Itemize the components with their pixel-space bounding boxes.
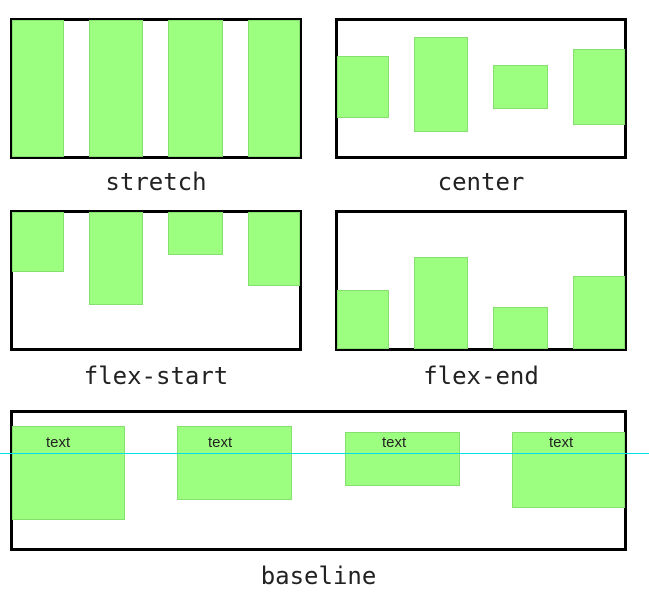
caption-baseline: baseline [260, 562, 377, 590]
flex-item [493, 65, 548, 109]
flex-item [12, 20, 64, 157]
flex-item [337, 290, 389, 349]
flex-item [12, 426, 125, 520]
item-text-label: text [382, 434, 407, 451]
flex-item [177, 426, 292, 500]
flex-item [337, 56, 389, 118]
flex-item [414, 257, 468, 349]
flex-item [168, 212, 223, 255]
flex-item [248, 20, 300, 157]
flex-item [12, 212, 64, 272]
flex-item [493, 307, 548, 349]
flex-item [248, 212, 300, 286]
flex-item [89, 212, 143, 305]
caption-flex-start: flex-start [83, 362, 229, 390]
flex-item [168, 20, 223, 157]
item-text-label: text [208, 434, 233, 451]
flex-item [512, 432, 625, 508]
flex-item [573, 276, 625, 349]
flex-item [89, 20, 143, 157]
caption-stretch: stretch [105, 168, 207, 196]
caption-center: center [437, 168, 525, 196]
item-text-label: text [549, 434, 574, 451]
baseline-guide-line [0, 453, 649, 454]
flex-item [414, 37, 468, 132]
caption-flex-end: flex-end [423, 362, 539, 390]
flex-item [345, 432, 460, 486]
item-text-label: text [46, 434, 71, 451]
flex-item [573, 49, 625, 125]
